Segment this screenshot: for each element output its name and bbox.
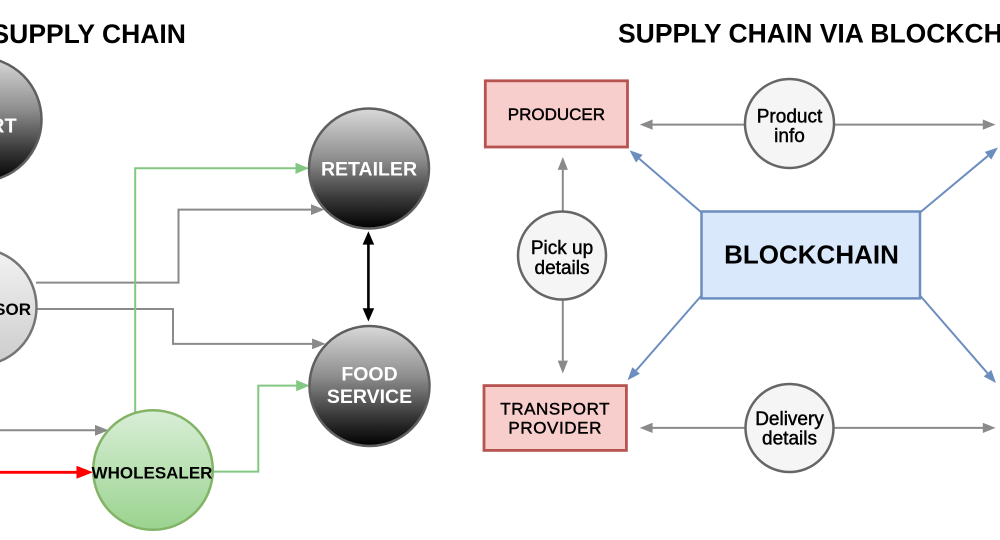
svg-text:PROVIDER: PROVIDER [508, 419, 602, 438]
svg-text:details: details [762, 429, 817, 450]
svg-text:PROCESSOR: PROCESSOR [0, 300, 31, 319]
svg-text:SUPPLY CHAIN: SUPPLY CHAIN [0, 19, 186, 49]
svg-text:RETAILER: RETAILER [321, 159, 417, 181]
svg-text:Product: Product [757, 107, 823, 128]
svg-text:info: info [774, 126, 805, 147]
svg-text:Pick up: Pick up [531, 238, 593, 259]
svg-text:Delivery: Delivery [755, 409, 824, 430]
svg-text:SERVICE: SERVICE [327, 386, 412, 408]
svg-text:PRODUCER: PRODUCER [508, 105, 605, 124]
svg-text:SUPPLY CHAIN VIA BLOCKCHAIN: SUPPLY CHAIN VIA BLOCKCHAIN [618, 19, 1000, 49]
svg-text:WHOLESALER: WHOLESALER [92, 464, 213, 483]
svg-text:details: details [535, 258, 590, 279]
svg-text:FOOD: FOOD [341, 364, 397, 386]
svg-text:BLOCKCHAIN: BLOCKCHAIN [724, 240, 899, 270]
svg-text:RT: RT [0, 116, 17, 138]
svg-text:TRANSPORT: TRANSPORT [500, 400, 610, 419]
